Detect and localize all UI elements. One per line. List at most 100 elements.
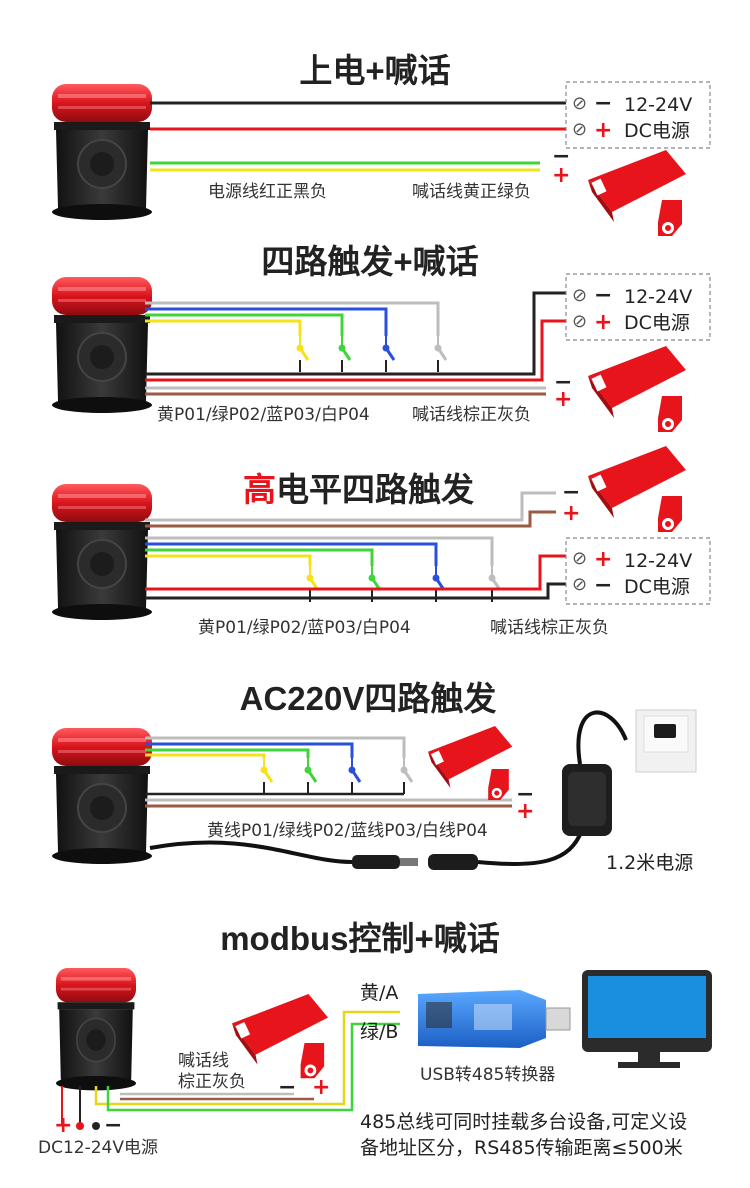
black-wire [145,582,566,600]
section2-title: 四路触发+喊话 [261,243,478,280]
power-spec: 12-24V [624,550,692,572]
trigger-wire-caption: 黄P01/绿P02/蓝P03/白P04 [198,618,411,638]
minus-sign: − [594,573,612,598]
white-wire [145,536,494,566]
title-rest: 电平四路触发 [276,471,474,508]
terminal-dot [76,1122,84,1130]
white-wire [145,301,440,336]
plus-sign: + [552,163,570,188]
minus-sign: − [562,480,580,505]
camera-icon [588,150,686,236]
blue-wire [145,542,438,566]
green-wire-b [106,1022,400,1112]
section5-title: modbus控制+喊话 [220,920,500,957]
title-highlight: 高 [243,471,276,508]
dc-plug-icon [352,854,478,870]
socket-cable [576,710,628,765]
black-wire [145,291,566,376]
terminal-symbol: ⊘ [572,285,587,306]
terminal-symbol: ⊘ [572,311,587,332]
plus-sign: + [594,547,612,572]
blue-wire [145,742,354,758]
power-terminal-box [565,537,711,605]
minus-sign: − [552,144,570,169]
minus-sign: − [554,370,572,395]
wire-a-label: 黄/A [360,982,398,1004]
dc-cable [149,840,353,864]
minus-sign: − [104,1113,122,1138]
trigger-wire-caption: 黄P01/绿P02/蓝P03/白P04 [157,405,370,425]
camera-icon [232,994,329,1079]
section1-title: 上电+喊话 [299,52,450,89]
switch-icon [347,756,362,796]
power-label: DC电源 [624,120,690,142]
plus-sign: + [594,118,612,143]
switch-icon [337,334,352,374]
green-wire [145,748,310,758]
terminal-symbol: ⊘ [572,93,587,114]
camera-icon [588,446,686,532]
rs485-note-line2: 备地址区分，RS485传输距离≤500米 [360,1137,683,1159]
alarm-light-icon [51,483,153,621]
red-wire [145,319,566,382]
power-caption: DC12-24V电源 [38,1138,158,1158]
wall-socket-icon [635,709,697,773]
minus-sign: − [594,91,612,116]
brown-wire [145,510,556,528]
terminal-dot [92,1122,100,1130]
speaker-wire-caption: 喊话线棕正灰负 [412,405,531,425]
minus-sign: − [594,283,612,308]
power-spec: 12-24V [624,286,692,308]
adapter-caption: 1.2米电源 [606,852,693,874]
power-terminal-box [565,273,711,341]
yellow-wire [145,554,312,566]
minus-sign: − [278,1075,296,1100]
terminal-symbol: ⊘ [572,574,587,595]
speaker-wire-caption: 喊话线棕正灰负 [490,618,609,638]
wire-b-label: 绿/B [360,1021,398,1043]
power-label: DC电源 [624,312,690,334]
rs485-note-line1: 485总线可同时挂载多台设备,可定义设 [360,1111,687,1133]
speaker-wire-caption: 棕正灰负 [178,1072,246,1092]
switch-icon [399,756,414,796]
alarm-light-icon [55,967,137,1092]
converter-caption: USB转485转换器 [420,1065,555,1085]
trigger-wire-caption: 黄线P01/绿线P02/蓝线P03/白线P04 [207,821,488,841]
minus-sign: − [516,782,534,807]
terminal-symbol: ⊘ [572,548,587,569]
camera-icon [588,346,686,432]
green-wire [145,548,374,566]
white-wire [145,736,406,758]
power-adapter-icon [562,764,612,836]
speaker-wire-caption: 喊话线黄正绿负 [412,182,531,202]
yellow-wire [145,319,302,336]
yellow-wire [145,753,266,758]
switch-icon [295,334,310,374]
power-terminal-box [565,81,711,149]
switch-icon [259,756,274,796]
section3-title: 高电平四路触发 [243,471,474,508]
blue-wire [145,307,388,336]
power-label: DC电源 [624,576,690,598]
plus-sign: + [562,501,580,526]
plus-sign: + [554,387,572,412]
monitor-icon [582,970,712,1068]
green-wire [145,313,344,336]
red-wire [492,554,566,591]
usb-converter-icon [418,990,571,1048]
alarm-light-icon [51,727,153,865]
speaker-wire-caption: 喊话线 [178,1051,229,1071]
plus-sign: + [516,799,534,824]
plus-sign: + [54,1113,72,1138]
section4-title: AC220V四路触发 [240,680,497,717]
switch-icon [381,334,396,374]
plus-sign: + [594,310,612,335]
power-spec: 12-24V [624,94,692,116]
alarm-light-icon [51,276,153,414]
alarm-light-icon [51,83,153,221]
power-wire-caption: 电源线红正黑负 [208,182,327,202]
grey-wire [145,491,556,522]
switch-icon [433,334,448,374]
